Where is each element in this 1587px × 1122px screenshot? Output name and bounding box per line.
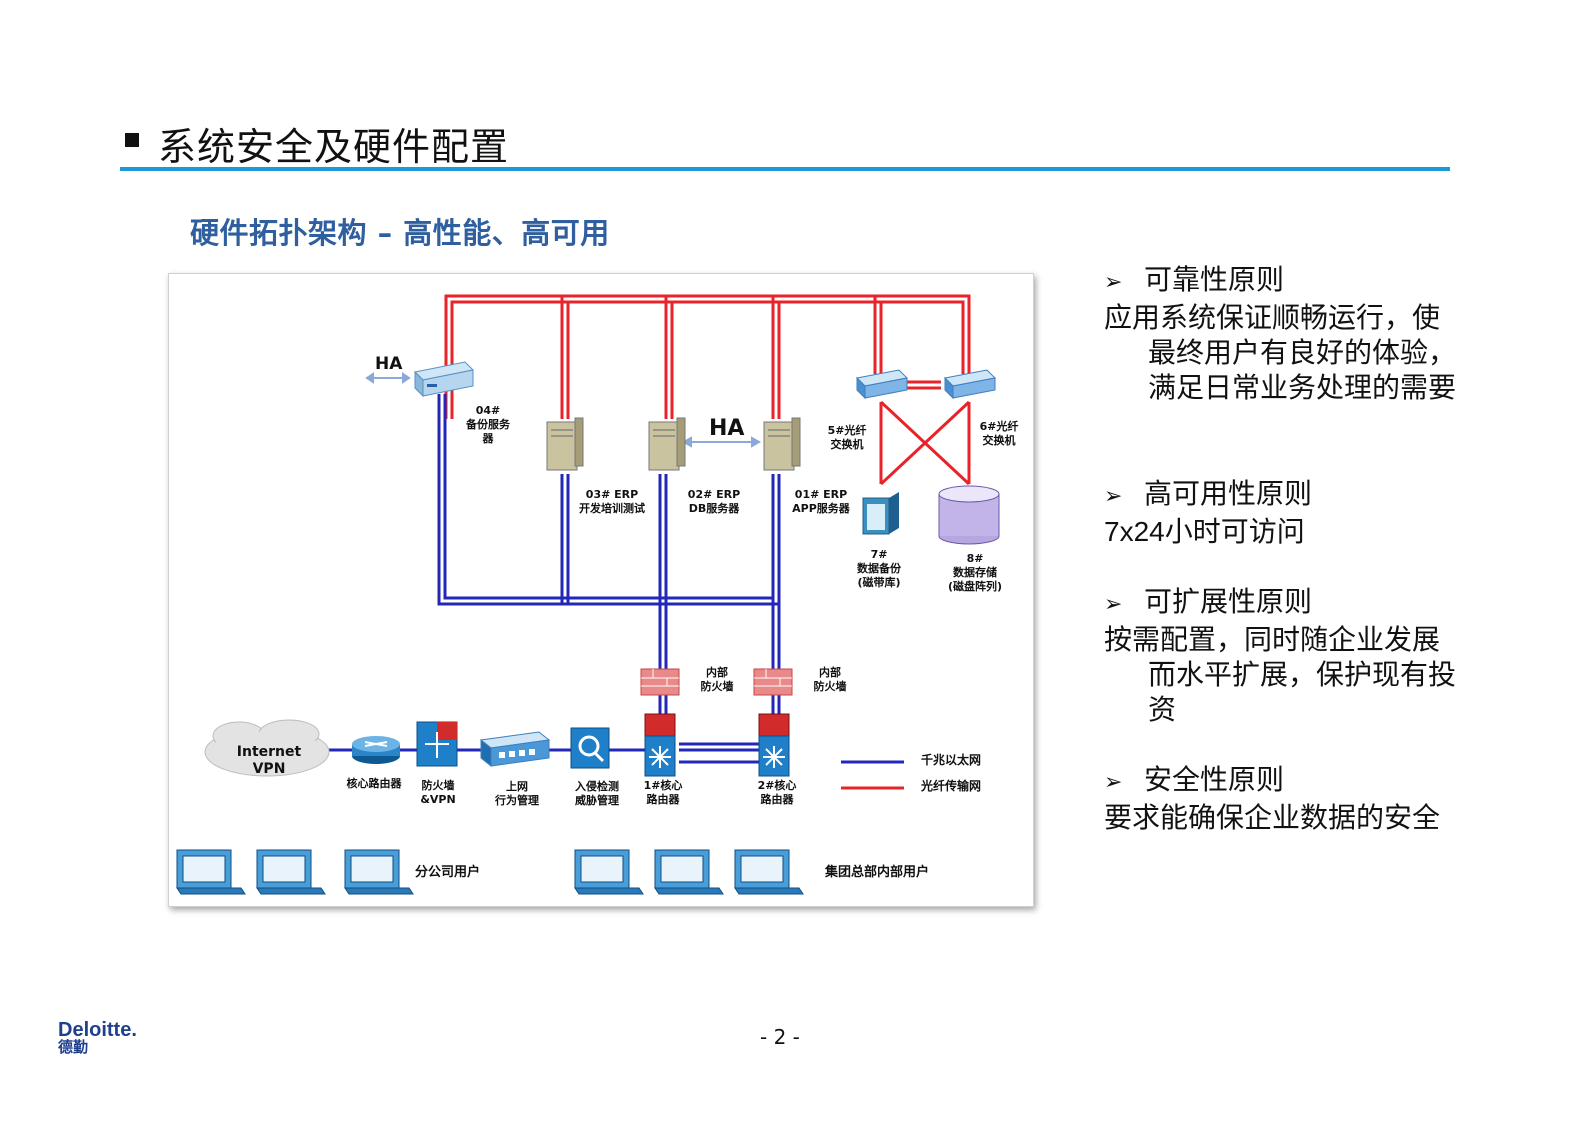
tape-7-label: 7# 数据备份 (磁带库) xyxy=(857,548,901,589)
topology-svg xyxy=(176,294,1000,895)
page-title: 系统安全及硬件配置 xyxy=(158,125,510,169)
internet-label: Internet VPN xyxy=(236,744,302,777)
internet-cloud-icon xyxy=(204,719,330,777)
principle-heading: 可扩展性原则 xyxy=(1144,585,1313,618)
principle-security: ➢ 安全性原则 要求能确保企业数据的安全 xyxy=(1104,762,1440,835)
tape-library-icon xyxy=(862,492,899,535)
hq-users-label: 集团总部内部用户 xyxy=(825,865,930,880)
ids-label: 入侵检测 威胁管理 xyxy=(575,780,619,807)
arrow-bullet-icon: ➢ xyxy=(1104,270,1123,295)
fiber-switch-icons xyxy=(855,369,997,400)
principle-reliability: ➢ 可靠性原则 应用系统保证顺畅运行，使最终用户有良好的体验，满足日常业务处理的需… xyxy=(1104,262,1464,405)
erp-server-icons xyxy=(546,417,801,471)
diagram-subtitle: 硬件拓扑架构 – 高性能、高可用 xyxy=(190,216,610,250)
legend-gigabit-label: 千兆以太网 xyxy=(921,753,982,767)
arrow-bullet-icon: ➢ xyxy=(1104,770,1123,795)
principle-body: 7x24小时可访问 xyxy=(1104,516,1305,547)
logo-english: Deloitte. xyxy=(58,1019,137,1041)
arrow-bullet-icon: ➢ xyxy=(1104,592,1123,617)
firewall-vpn-label: 防火墙 &VPN xyxy=(420,779,456,806)
arrow-bullet-icon: ➢ xyxy=(1104,484,1123,509)
core-router-label: 核心路由器 xyxy=(346,777,402,790)
page-number: - 2 - xyxy=(760,1025,800,1049)
switch-6-label: 6#光纤 交换机 xyxy=(979,420,1019,447)
principle-heading: 安全性原则 xyxy=(1144,763,1285,796)
behavior-mgmt-label: 上网 行为管理 xyxy=(495,780,539,807)
core-2-label: 2#核心 路由器 xyxy=(757,779,797,806)
switch-5-label: 5#光纤 交换机 xyxy=(827,424,867,451)
user-computer-icons xyxy=(176,849,804,895)
principle-body: 应用系统保证顺畅运行，使最终用户有良好的体验，满足日常业务处理的需要 xyxy=(1104,301,1457,404)
principle-body: 要求能确保企业数据的安全 xyxy=(1104,801,1441,834)
backup-server-label: 04# 备份服务 器 xyxy=(466,404,510,445)
erp-02-label: 02# ERP DB服务器 xyxy=(687,488,741,515)
ha-label-backup: HA xyxy=(375,354,403,374)
title-divider xyxy=(120,167,1450,171)
disk-array-icon xyxy=(938,485,1000,545)
deloitte-logo: Deloitte. 德勤 xyxy=(58,1020,137,1056)
ethernet-network-lines xyxy=(309,394,904,764)
disk-8-label: 8# 数据存储 (磁盘阵列) xyxy=(947,552,1003,593)
backup-server-icon xyxy=(413,361,475,398)
title-bullet-icon xyxy=(125,133,139,147)
inner-firewall-icons xyxy=(640,668,793,696)
branch-users-label: 分公司用户 xyxy=(415,865,481,880)
inner-firewall-2-label: 内部 防火墙 xyxy=(813,666,847,693)
network-topology-diagram: HA HA 04# 备份服务 器 03# ERP 开发培训测试 02# ERP … xyxy=(168,273,1034,907)
core-router-icons xyxy=(644,713,790,777)
legend-fiber-label: 光纤传输网 xyxy=(921,779,982,793)
principle-heading: 可靠性原则 xyxy=(1144,263,1285,296)
erp-03-label: 03# ERP 开发培训测试 xyxy=(579,488,645,515)
core-1-label: 1#核心 路由器 xyxy=(643,779,683,806)
ha-label-erp: HA xyxy=(709,416,745,441)
firewall-vpn-icon xyxy=(416,721,458,767)
principle-body: 按需配置，同时随企业发展而水平扩展，保护现有投资 xyxy=(1104,623,1457,726)
ha-arrows xyxy=(365,372,762,448)
erp-01-label: 01# ERP APP服务器 xyxy=(792,488,850,515)
principle-heading: 高可用性原则 xyxy=(1144,477,1313,510)
intrusion-detection-icon xyxy=(570,727,610,769)
fiber-network-lines xyxy=(444,294,971,749)
principle-availability: ➢ 高可用性原则 7x24小时可访问 xyxy=(1104,476,1312,549)
inner-firewall-1-label: 内部 防火墙 xyxy=(700,666,734,693)
behavior-management-icon xyxy=(479,731,551,768)
principle-scalability: ➢ 可扩展性原则 按需配置，同时随企业发展而水平扩展，保护现有投资 xyxy=(1104,584,1464,727)
edge-router-icon xyxy=(352,736,400,764)
logo-chinese: 德勤 xyxy=(58,1039,89,1056)
